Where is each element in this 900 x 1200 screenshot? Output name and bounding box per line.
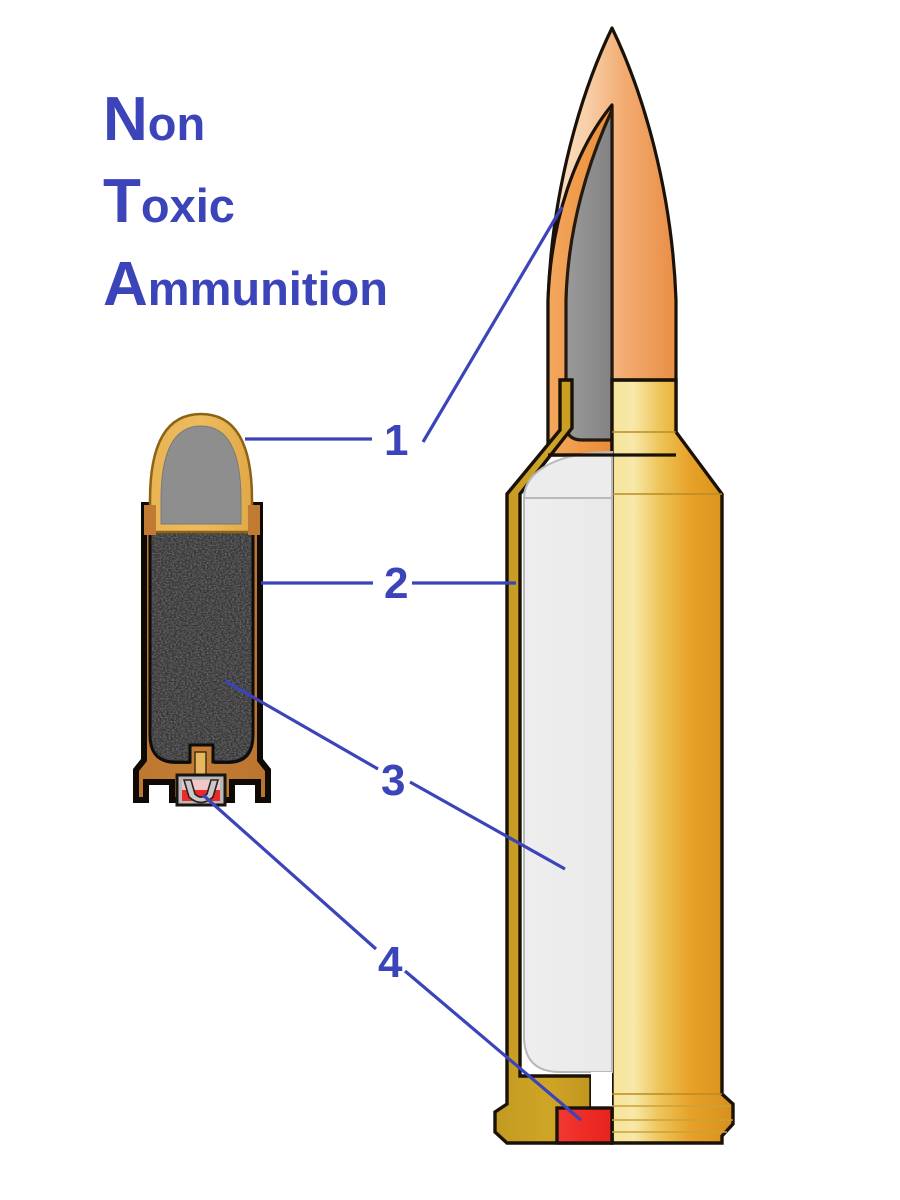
callout-number-4: 4 <box>378 938 403 987</box>
title-line-1-rest: on <box>148 97 205 150</box>
rifle-cartridge-cutaway <box>493 26 735 1145</box>
callout-number-1: 1 <box>384 416 408 465</box>
title-line-2: Toxic <box>103 167 235 236</box>
rifle-case-head-lines <box>612 1093 733 1133</box>
pistol-primer-anvil <box>182 779 220 804</box>
pistol-bullet-core <box>160 425 242 525</box>
pistol-primer <box>175 773 227 807</box>
title-line-3: Ammunition <box>103 250 388 319</box>
pistol-case-mouth-right <box>248 505 260 535</box>
pistol-propellant <box>150 530 253 762</box>
rifle-case-outer <box>610 378 735 1145</box>
rifle-propellant-top <box>522 450 613 499</box>
leader-4-right <box>403 969 583 1122</box>
pistol-propellant-outline <box>148 528 255 764</box>
rifle-propellant <box>523 497 613 1073</box>
page-title: Non Toxic Ammunition <box>103 85 388 319</box>
pistol-cartridge-cutaway <box>133 412 271 807</box>
leader-3-right <box>409 780 566 871</box>
leader-1-right <box>421 206 564 443</box>
title-line-2-cap: T <box>103 167 141 236</box>
rifle-bullet-core <box>564 108 614 442</box>
leader-3-left <box>224 679 379 771</box>
callout-numbers: 1 2 3 4 <box>378 416 408 987</box>
title-line-3-rest: mmunition <box>148 262 388 315</box>
leader-4-left <box>201 793 378 951</box>
pistol-case-mouth-left <box>144 505 156 535</box>
pistol-primer-compound <box>182 790 220 801</box>
title-line-3-cap: A <box>103 250 148 319</box>
callout-number-3: 3 <box>381 756 405 805</box>
title-line-1-cap: N <box>103 85 148 154</box>
title-line-1: Non <box>103 85 205 154</box>
rifle-powder-gap <box>591 1072 612 1110</box>
callout-number-2: 2 <box>384 559 408 608</box>
callout-leaders <box>201 206 583 1122</box>
title-line-2-rest: oxic <box>141 179 235 232</box>
rifle-primer <box>555 1106 614 1145</box>
